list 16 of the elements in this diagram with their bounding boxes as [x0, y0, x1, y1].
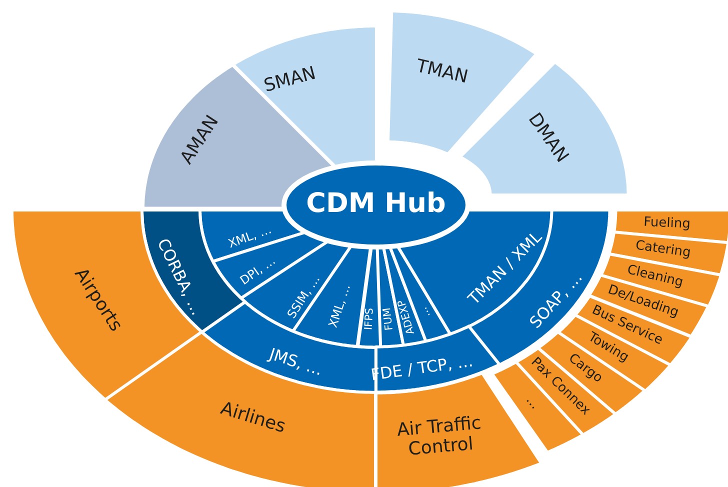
segment-label: Airlines [218, 398, 288, 438]
segment-label: XML, … [226, 223, 274, 251]
segment-label: IFPS [364, 308, 377, 330]
segment-label: Fueling [644, 215, 692, 232]
segment-label: ADEXP [396, 298, 418, 336]
segment-label: … [522, 393, 542, 412]
segment-label: DPI, … [238, 254, 278, 288]
hub-title: CDM Hub [306, 189, 446, 219]
segment-label: XML, … [326, 282, 354, 330]
segment-label: Catering [634, 239, 692, 262]
segment-label: JMS, … [267, 345, 325, 379]
segment-label: … [418, 304, 434, 320]
segment-label: SMAN [262, 64, 318, 96]
segment-label: TMAN [414, 56, 470, 88]
segment-label: Air Traffic Control [395, 412, 484, 462]
segment-label: FUM [382, 306, 396, 331]
